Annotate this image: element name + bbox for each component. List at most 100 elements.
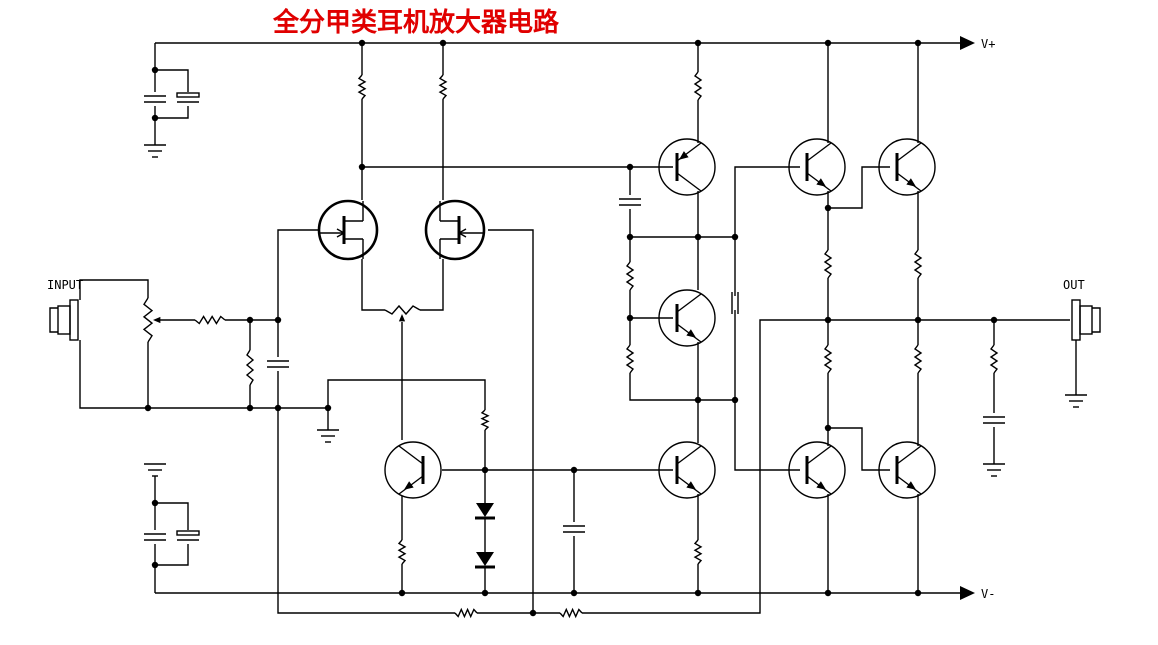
capacitor-icon-part <box>176 530 200 536</box>
diode-icon-part <box>476 552 494 566</box>
npn-transistor-icon <box>658 289 716 347</box>
junction-dot <box>824 316 832 324</box>
resistor-icon <box>913 344 923 374</box>
arrow-icon-part <box>960 586 975 600</box>
resistor-icon-part <box>823 249 833 279</box>
capacitor-icon-part <box>176 92 200 98</box>
npn-transistor-icon <box>878 441 936 499</box>
jfet-icon-part <box>317 199 379 261</box>
jack-icon-part <box>1079 305 1093 335</box>
npn-transistor-icon-part <box>896 445 922 465</box>
jfet-icon-part <box>457 228 467 238</box>
npn-transistor-icon-part <box>686 329 697 338</box>
diode-icon <box>475 552 495 569</box>
resistor-icon-part <box>693 71 703 101</box>
npn-transistor-icon <box>384 441 442 499</box>
junction-dot <box>824 39 832 47</box>
npn-transistor-icon-part <box>403 481 414 490</box>
junction-dot <box>626 163 634 171</box>
vminus-label: V- <box>981 587 995 601</box>
junction-dot <box>824 204 832 212</box>
page-title: 全分甲类耳机放大器电路 <box>272 7 560 38</box>
npn-transistor-icon-part <box>658 289 716 347</box>
wire <box>629 373 735 401</box>
junction-dot <box>274 316 282 324</box>
junction-dot <box>990 316 998 324</box>
npn-transistor-icon-part <box>384 441 442 499</box>
wire <box>155 544 189 566</box>
pnp-transistor-icon-part <box>678 151 689 160</box>
junction-dot <box>626 314 634 322</box>
jack-icon <box>49 299 79 341</box>
pnp-transistor-icon <box>658 138 716 196</box>
junction-dot <box>626 233 634 241</box>
junction-dot <box>694 39 702 47</box>
npn-transistor-icon-part <box>676 293 702 313</box>
jack-icon-part <box>1071 299 1081 341</box>
wire <box>155 502 189 530</box>
arrow-icon <box>960 36 975 50</box>
vplus-label: V+ <box>981 37 995 51</box>
resistor-icon-part <box>559 607 583 619</box>
capacitor-icon <box>144 95 166 103</box>
arrow-icon <box>960 586 975 600</box>
wire <box>79 340 328 409</box>
npn-transistor-icon <box>658 441 716 499</box>
capacitor-icon <box>731 292 739 314</box>
potentiometer-icon-part <box>384 304 421 316</box>
wire <box>277 408 455 614</box>
resistor-icon <box>454 607 478 619</box>
junction-dot <box>914 39 922 47</box>
npn-transistor-icon-part <box>816 178 827 187</box>
junctions <box>144 39 998 617</box>
junction-dot <box>570 466 578 474</box>
npn-transistor-icon <box>788 441 846 499</box>
npn-transistor-icon-part <box>398 445 424 465</box>
npn-transistor-icon-part <box>896 142 922 162</box>
junction-dot <box>731 396 739 404</box>
capacitor-icon <box>176 530 200 541</box>
resistor-icon-part <box>397 539 407 565</box>
npn-transistor-icon-part <box>806 445 832 465</box>
resistor-icon <box>625 261 635 291</box>
resistor-icon <box>397 539 407 565</box>
junction-dot <box>151 499 159 507</box>
wire <box>361 259 385 311</box>
npn-transistor-icon-part <box>788 441 846 499</box>
output-label: OUT <box>1063 278 1085 292</box>
junction-dot <box>914 589 922 597</box>
wire <box>155 69 189 92</box>
junction-dot <box>481 466 489 474</box>
potentiometer-icon-part <box>142 297 154 343</box>
resistor-icon-part <box>194 315 226 325</box>
wire <box>115 279 149 298</box>
potentiometer-icon <box>384 304 421 322</box>
ground-icon <box>317 429 339 443</box>
junction-dot <box>529 609 537 617</box>
ground-icon <box>144 144 166 158</box>
junction-dot <box>246 316 254 324</box>
wire <box>79 279 115 300</box>
jack-icon-part <box>1092 307 1101 333</box>
resistor-icon-part <box>438 74 448 100</box>
resistor-icon-part <box>625 261 635 291</box>
junction-dot <box>439 39 447 47</box>
diode-icon <box>475 503 495 520</box>
npn-transistor-icon-part <box>906 481 917 490</box>
jfet-icon <box>424 199 486 261</box>
junction-dot <box>694 589 702 597</box>
wires <box>79 42 1077 614</box>
npn-transistor-icon-part <box>878 441 936 499</box>
junction-dot <box>151 114 159 122</box>
resistor-icon-part <box>913 344 923 374</box>
resistor-icon <box>357 74 367 100</box>
resistor-icon-part <box>693 539 703 565</box>
capacitor-icon <box>619 198 641 206</box>
capacitor-icon <box>983 416 1005 424</box>
resistor-icon <box>913 249 923 279</box>
junction-dot <box>274 404 282 412</box>
ground-icon <box>1065 394 1087 408</box>
junction-dot <box>824 424 832 432</box>
potentiometer-icon-part <box>398 314 406 322</box>
